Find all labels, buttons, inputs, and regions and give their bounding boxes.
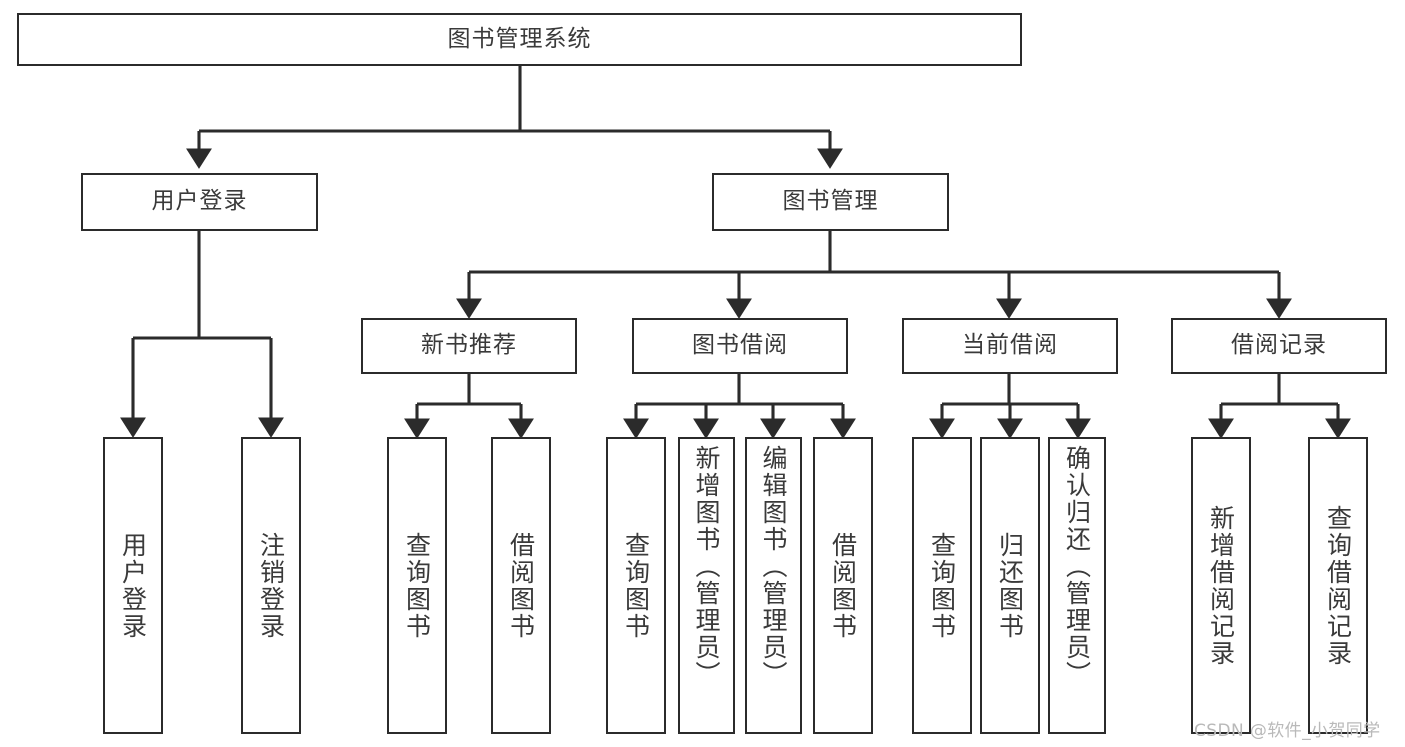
node-label: 用户登录 [151, 188, 248, 215]
node-label: 图书管理 [782, 188, 879, 215]
node-label: 编辑图书（管理员） [759, 445, 788, 688]
node-root-book-management-system[interactable]: 图书管理系统 [17, 13, 1022, 66]
node-label: 当前借阅 [962, 332, 1058, 359]
node-book-management[interactable]: 图书管理 [712, 173, 949, 231]
node-user-login[interactable]: 用户登录 [81, 173, 318, 231]
leaf-borrow-book-newbook[interactable]: 借阅图书 [491, 437, 551, 734]
leaf-add-book-admin[interactable]: 新增图书（管理员） [678, 437, 735, 734]
leaf-add-borrow-record[interactable]: 新增借阅记录 [1191, 437, 1251, 734]
node-label: 图书借阅 [692, 332, 788, 359]
leaf-logout-login[interactable]: 注销登录 [241, 437, 301, 734]
node-current-borrow[interactable]: 当前借阅 [902, 318, 1118, 374]
leaf-edit-book-admin[interactable]: 编辑图书（管理员） [745, 437, 802, 734]
leaf-query-borrow-record[interactable]: 查询借阅记录 [1308, 437, 1368, 734]
node-label: 图书管理系统 [447, 25, 592, 52]
node-label: 归还图书 [995, 531, 1025, 640]
node-label: 借阅图书 [828, 531, 858, 640]
node-label: 查询借阅记录 [1323, 504, 1353, 667]
node-label: 注销登录 [256, 531, 286, 640]
node-label: 新增借阅记录 [1206, 504, 1236, 667]
leaf-query-book-current[interactable]: 查询图书 [912, 437, 972, 734]
node-label: 查询图书 [402, 531, 432, 640]
leaf-borrow-book-borrow[interactable]: 借阅图书 [813, 437, 873, 734]
node-label: 用户登录 [118, 531, 148, 640]
csdn-watermark: CSDN @软件_小贺同学 [1194, 721, 1381, 741]
leaf-user-login[interactable]: 用户登录 [103, 437, 163, 734]
node-label: 查询图书 [927, 531, 957, 640]
leaf-return-book[interactable]: 归还图书 [980, 437, 1040, 734]
node-new-book-recommend[interactable]: 新书推荐 [361, 318, 577, 374]
node-borrow-record[interactable]: 借阅记录 [1171, 318, 1387, 374]
node-label: 确认归还（管理员） [1062, 445, 1092, 688]
node-label: 借阅记录 [1231, 332, 1327, 359]
leaf-confirm-return-admin[interactable]: 确认归还（管理员） [1048, 437, 1106, 734]
node-label: 查询图书 [621, 531, 651, 640]
leaf-query-book-newbook[interactable]: 查询图书 [387, 437, 447, 734]
leaf-query-book-borrow[interactable]: 查询图书 [606, 437, 666, 734]
node-book-borrow[interactable]: 图书借阅 [632, 318, 848, 374]
node-label: 借阅图书 [506, 531, 536, 640]
node-label: 新增图书（管理员） [692, 445, 721, 688]
node-label: 新书推荐 [421, 332, 517, 359]
